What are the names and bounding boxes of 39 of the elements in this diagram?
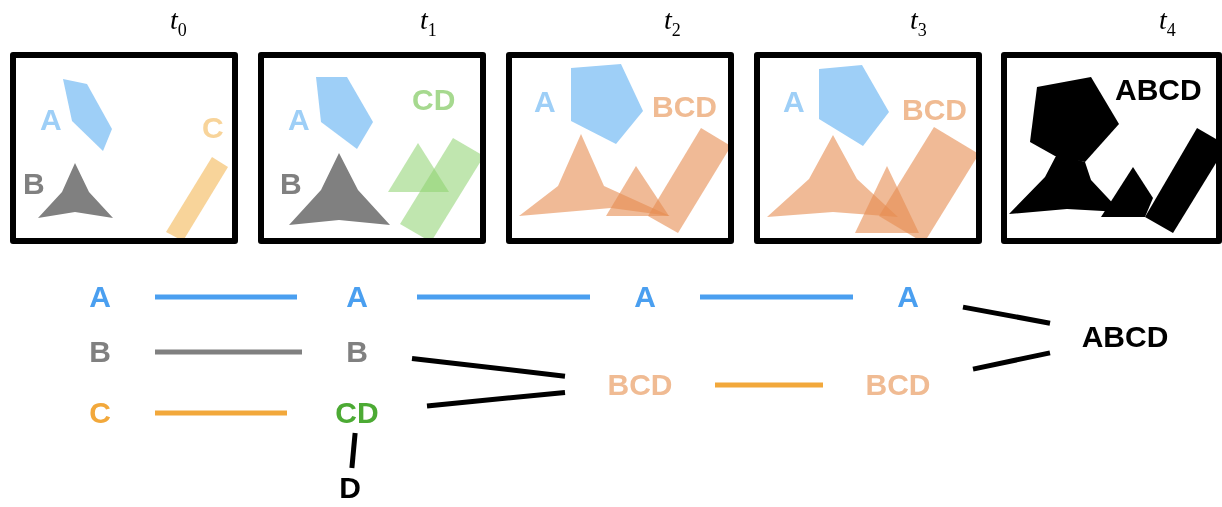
- connector-line: [715, 382, 823, 388]
- connector-line: [417, 294, 590, 300]
- shape-label: A: [288, 104, 310, 136]
- group-label: A: [89, 280, 111, 314]
- shape-label: A: [534, 86, 556, 118]
- group-label: C: [89, 396, 111, 430]
- group-label: A: [346, 280, 368, 314]
- time-step-heading: t$_{2}$: [664, 4, 681, 42]
- connector-line: [349, 432, 358, 469]
- connector-line: [155, 294, 297, 300]
- shape-label: BCD: [652, 91, 717, 123]
- group-label: A: [634, 280, 656, 314]
- shape-label: B: [280, 168, 302, 200]
- connector-line: [426, 389, 566, 409]
- connector-line: [700, 294, 853, 300]
- group-label: A: [897, 280, 919, 314]
- time-step-heading: t$_{0}$: [170, 4, 187, 42]
- time-step-heading: t$_{3}$: [910, 4, 927, 42]
- shape-label: B: [23, 168, 45, 200]
- group-label: ABCD: [1081, 320, 1169, 354]
- time-step-heading: t$_{1}$: [420, 4, 437, 42]
- connector-line: [155, 349, 302, 355]
- group-label: B: [346, 335, 368, 369]
- shape-label: A: [40, 104, 62, 136]
- shape-label: C: [202, 112, 224, 144]
- shape-label: BCD: [902, 94, 967, 126]
- shape-label: ABCD: [1115, 74, 1202, 106]
- group-label: B: [89, 335, 111, 369]
- connector-line: [155, 410, 287, 416]
- connector-line: [972, 350, 1051, 372]
- shape-label: CD: [412, 84, 456, 116]
- group-label: BCD: [865, 368, 931, 402]
- time-step-heading: t$_{4}$: [1159, 4, 1176, 42]
- group-label: CD: [335, 396, 379, 430]
- group-label: BCD: [607, 368, 673, 402]
- shape-label: A: [783, 86, 805, 118]
- group-label: D: [339, 471, 361, 505]
- connector-line: [962, 304, 1051, 326]
- connector-line: [411, 355, 566, 379]
